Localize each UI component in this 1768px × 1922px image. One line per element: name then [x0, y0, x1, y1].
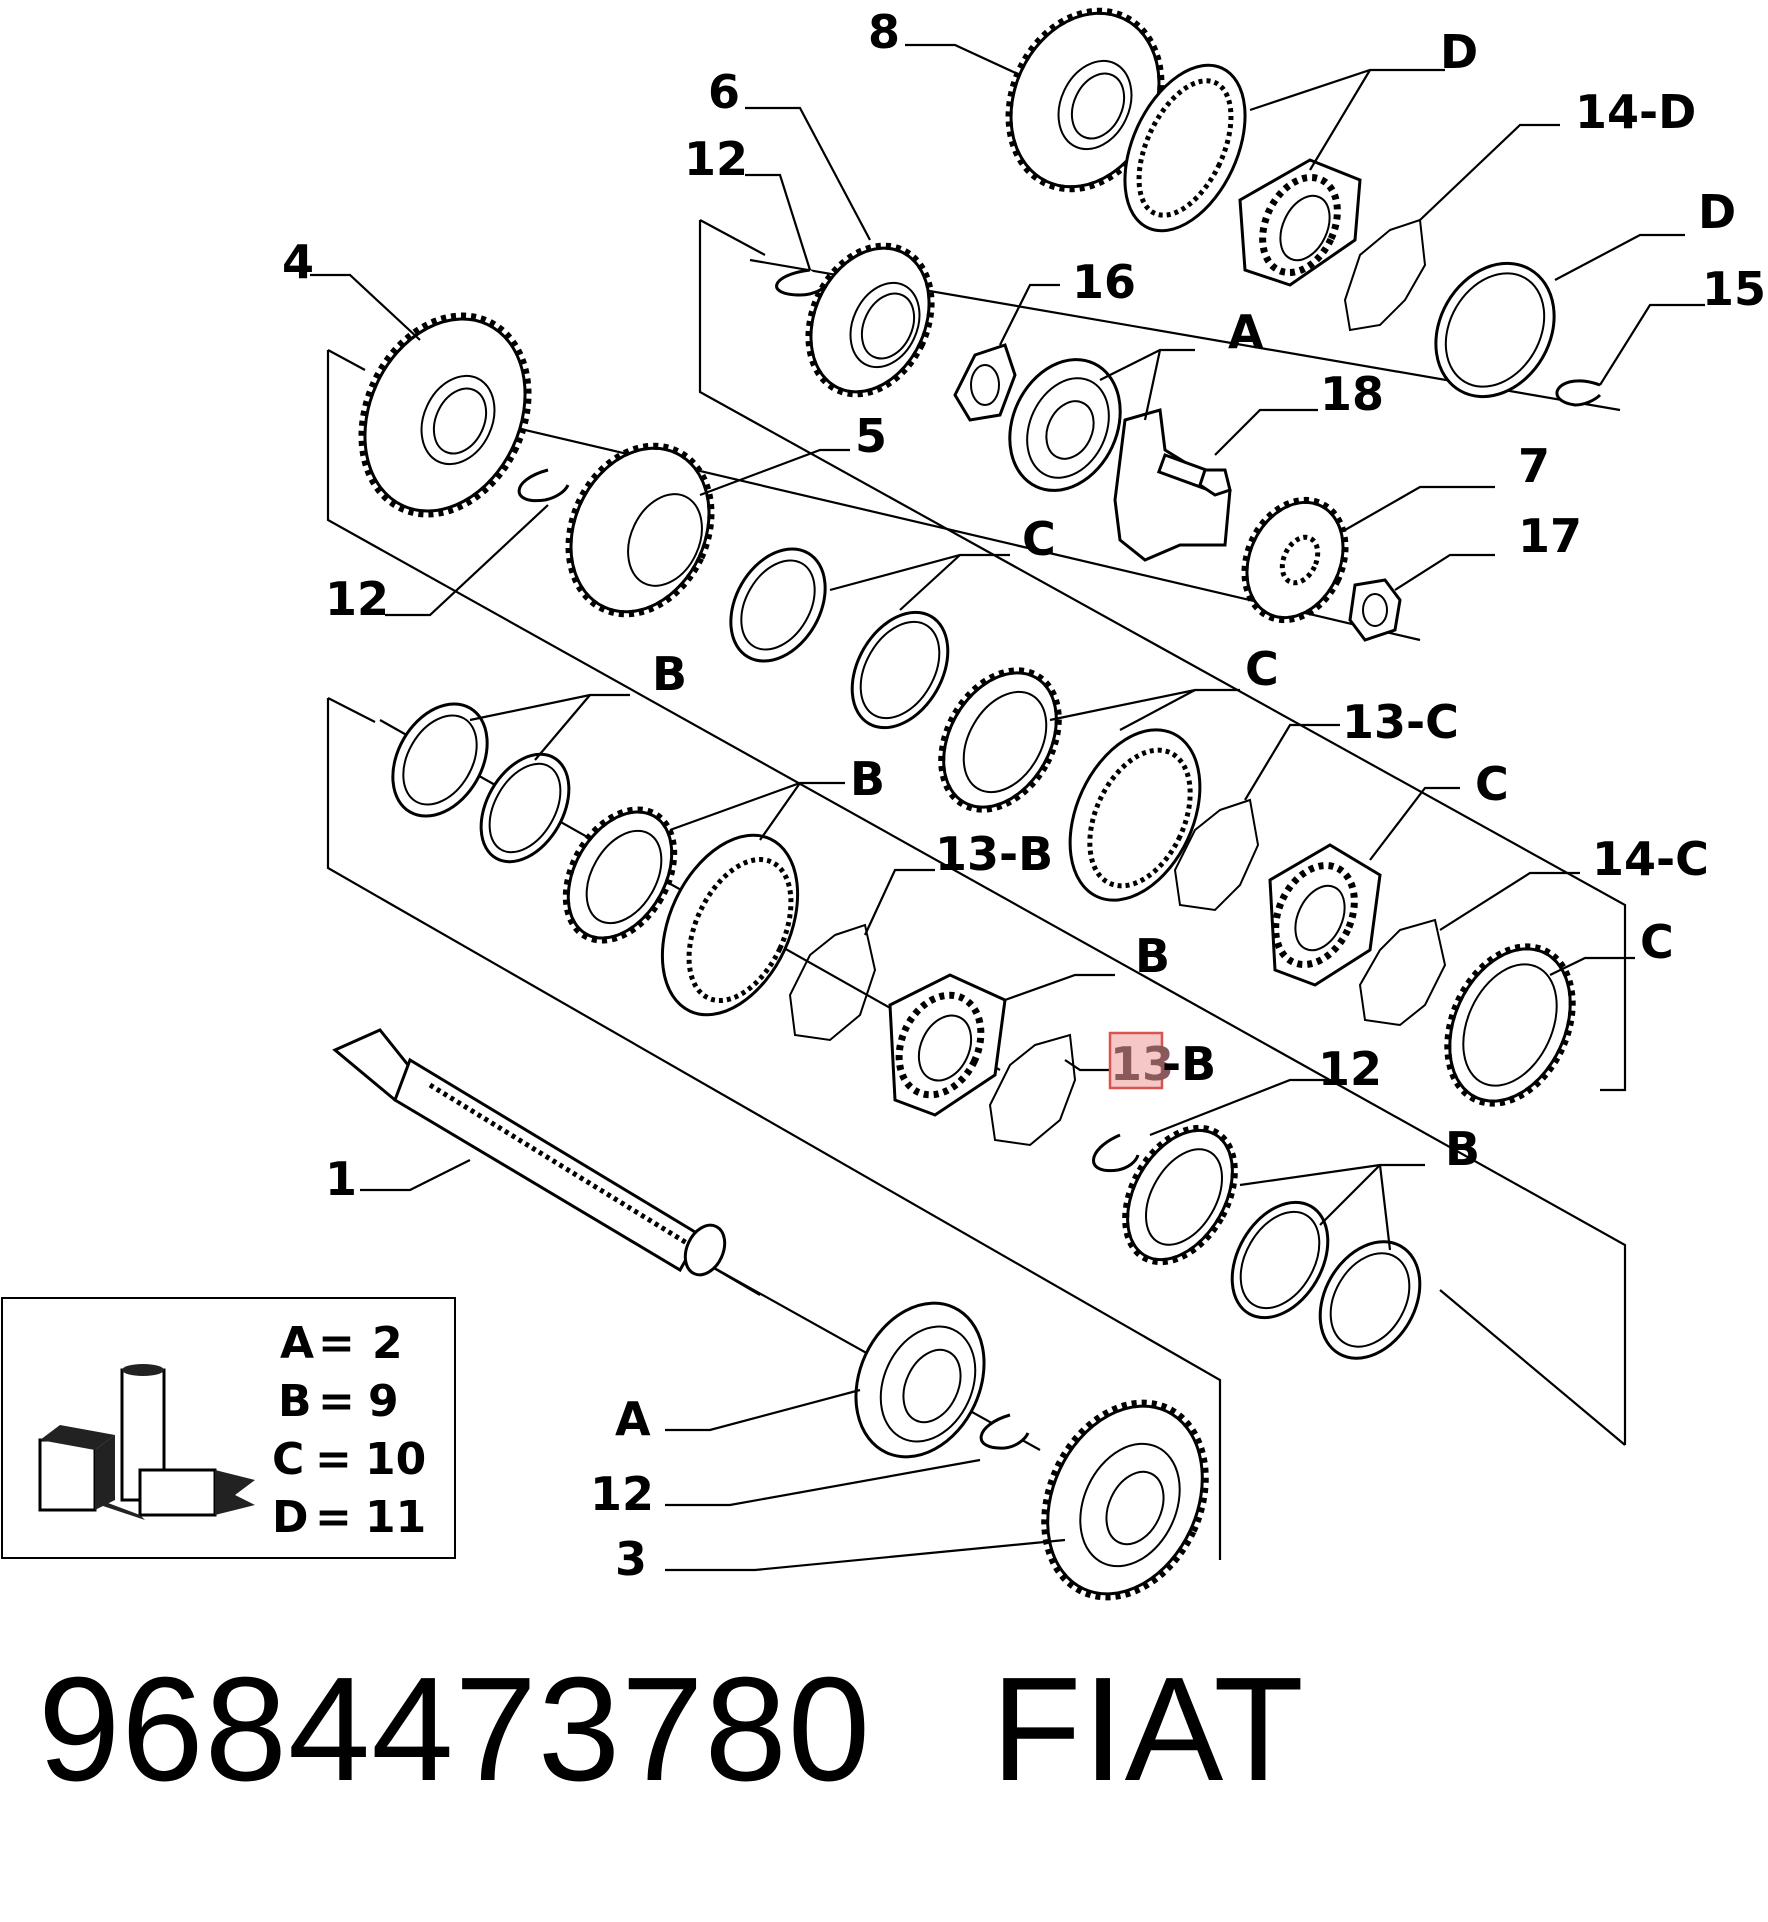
- sync-ring-c-2: [850, 610, 950, 730]
- label-c-4: C: [1640, 915, 1674, 969]
- sync-sleeve-c: [1068, 728, 1202, 902]
- label-15: 15: [1702, 262, 1766, 316]
- label-5: 5: [855, 409, 887, 463]
- legend-key-b: B: [278, 1376, 312, 1427]
- sync-ring-b-1: [391, 702, 489, 818]
- callout-labels: 8 D 6 12 14-D D 15 4 16 A 18 5 7 17 12 C…: [282, 5, 1766, 1586]
- brand-name: FIAT: [991, 1647, 1305, 1812]
- label-14-c: 14-C: [1592, 832, 1709, 886]
- label-b-1: B: [652, 647, 687, 701]
- label-a-bottom: A: [615, 1392, 651, 1446]
- label-d-right: D: [1698, 185, 1736, 239]
- label-b-4: B: [1445, 1122, 1480, 1176]
- label-4: 4: [282, 235, 314, 289]
- label-14-d: 14-D: [1575, 85, 1696, 139]
- leader-lines: [310, 43, 1705, 1572]
- part-number: 9684473780: [38, 1647, 872, 1812]
- legend-equals-d: =: [315, 1492, 352, 1543]
- label-13-highlight: 13: [1110, 1037, 1174, 1091]
- circlip-12-bottom: [979, 1413, 1030, 1450]
- label-c-1: C: [1022, 512, 1056, 566]
- sync-hub-d: [1238, 158, 1362, 287]
- sync-ring-c-3: [938, 667, 1062, 813]
- sync-ring-b-6: [1318, 1240, 1422, 1360]
- label-c-2: C: [1245, 642, 1279, 696]
- highlight-box: [1108, 1031, 1164, 1090]
- circlip-12-mid: [1092, 1133, 1140, 1173]
- spring-13-b-2: [988, 1033, 1077, 1147]
- sync-sleeve-b: [660, 833, 800, 1017]
- legend-key-a: A: [280, 1318, 314, 1369]
- legend-equals-c: =: [315, 1434, 352, 1485]
- label-d-top: D: [1440, 25, 1478, 79]
- label-b-2: B: [850, 752, 885, 806]
- label-a-top: A: [1228, 305, 1264, 359]
- oil-cans-icon: [38, 1364, 255, 1520]
- circlip-15: [1555, 379, 1602, 407]
- gear-7: [1241, 496, 1349, 624]
- legend-value-c: 10: [365, 1434, 426, 1485]
- gear-6: [805, 242, 935, 398]
- legend-key-d: D: [272, 1492, 309, 1543]
- shaft-1: [332, 1028, 727, 1277]
- bearing-plate-a: [1113, 408, 1232, 562]
- group-frame-d: [698, 219, 1627, 1092]
- sync-ring-c-1: [729, 547, 827, 663]
- label-c-3: C: [1475, 757, 1509, 811]
- legend-value-b: 9: [368, 1376, 399, 1427]
- label-16: 16: [1072, 255, 1136, 309]
- sync-ring-b-3: [562, 806, 678, 944]
- bearing-a-top: [1008, 358, 1122, 492]
- label-12-a: 12: [684, 132, 748, 186]
- bolt-18: [1156, 453, 1232, 497]
- legend-equals-b: =: [318, 1376, 355, 1427]
- gear-5: [565, 442, 715, 618]
- legend-value-d: 11: [365, 1492, 426, 1543]
- label-7: 7: [1518, 439, 1550, 493]
- thrust-washer-16: [953, 343, 1017, 422]
- spring-14-d: [1343, 218, 1427, 332]
- label-12-c: 12: [1318, 1042, 1382, 1096]
- nut-17: [1348, 578, 1402, 642]
- gear-4: [358, 312, 532, 518]
- circlip-12-left: [517, 468, 570, 503]
- bearing-a-bottom: [854, 1301, 986, 1459]
- legend-key-c: C: [272, 1434, 304, 1485]
- label-18: 18: [1320, 367, 1384, 421]
- group-frame-b: [326, 697, 1626, 1560]
- gear-3: [1041, 1399, 1209, 1601]
- label-8: 8: [868, 5, 900, 59]
- legend-value-a: 2: [372, 1318, 403, 1369]
- label-b-3: B: [1135, 929, 1170, 983]
- sync-hub-b: [888, 973, 1007, 1117]
- sync-ring-d: [1434, 261, 1556, 399]
- label-17: 17: [1518, 509, 1582, 563]
- label-13-c: 13-C: [1342, 695, 1459, 749]
- legend-box: A = 2 B = 9 C = 10 D = 11: [1, 1297, 456, 1559]
- label-3: 3: [615, 1532, 647, 1586]
- sync-ring-b-4: [1122, 1124, 1238, 1266]
- label-13-b-suffix: -B: [1162, 1037, 1216, 1091]
- label-6: 6: [708, 65, 740, 119]
- label-13-b: 13-B: [935, 827, 1053, 881]
- label-12-d: 12: [590, 1467, 654, 1521]
- spring-13-b-1: [788, 923, 877, 1042]
- label-12-b: 12: [325, 572, 389, 626]
- sync-sleeve-d: [1123, 63, 1247, 233]
- sync-hub-c: [1268, 843, 1382, 987]
- legend-equals-a: =: [318, 1318, 355, 1369]
- label-1: 1: [325, 1152, 357, 1206]
- spring-14-c: [1358, 918, 1447, 1027]
- sync-ring-b-2: [479, 752, 571, 864]
- group-frame-c: [326, 349, 1627, 1445]
- sync-ring-b-5: [1230, 1200, 1330, 1320]
- spring-13-c: [1173, 798, 1260, 912]
- sync-ring-c-4: [1444, 943, 1576, 1107]
